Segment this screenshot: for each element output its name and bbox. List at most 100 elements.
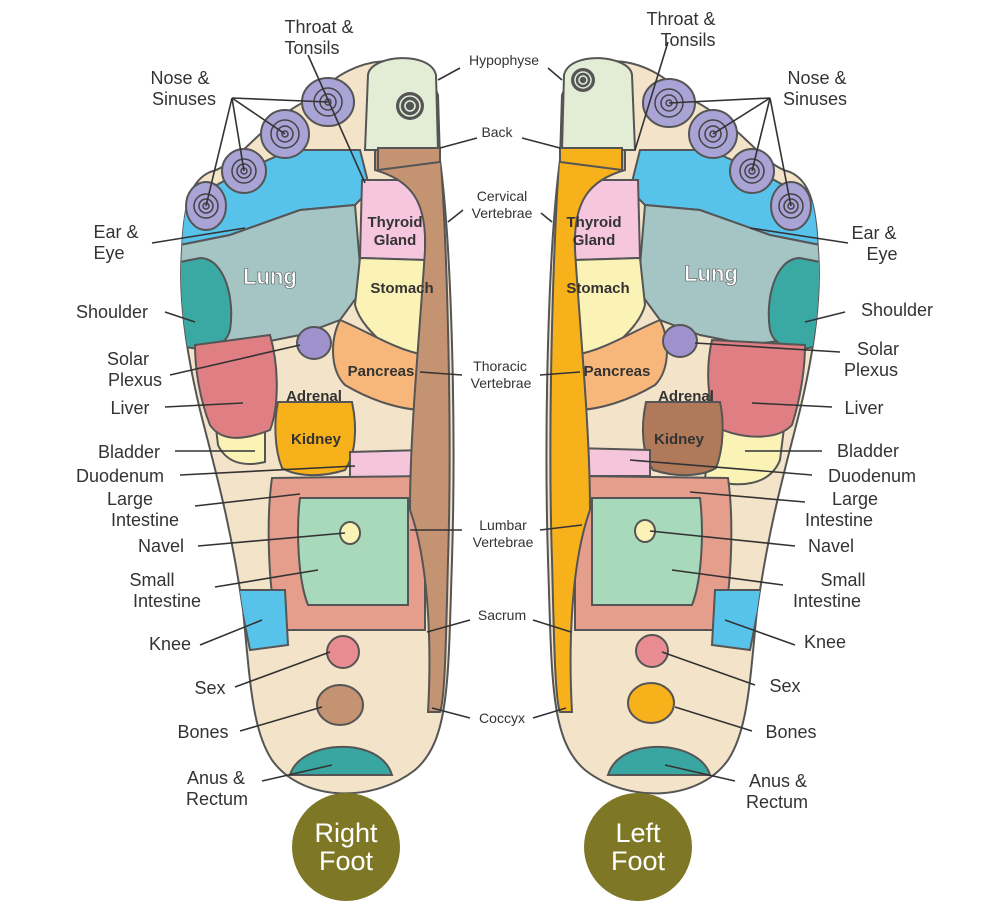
left-anus-label-1: Anus & <box>749 771 807 791</box>
right-bones-label: Bones <box>177 722 228 742</box>
left-liver-zone <box>707 338 807 438</box>
left-badge-label-2: Foot <box>611 846 666 876</box>
left-shoulder-label: Shoulder <box>861 300 933 320</box>
hypophyse-label: Hypophyse <box>469 52 539 68</box>
right-thyroid-label-2: Gland <box>374 232 417 249</box>
left-duodenum-label: Duodenum <box>828 466 916 486</box>
left-foot-badge: Left Foot <box>584 793 692 901</box>
right-badge-label-1: Right <box>314 818 378 848</box>
back-label: Back <box>481 124 513 140</box>
right-small-label-2: Intestine <box>133 591 201 611</box>
right-spine-zone <box>374 146 451 713</box>
left-throat-label-2: Tonsils <box>660 30 715 50</box>
right-foot-badge: Right Foot <box>292 793 400 901</box>
left-ear-label-1: Ear & <box>851 223 896 243</box>
center-leader-lines <box>410 67 583 719</box>
right-bladder-label: Bladder <box>98 442 160 462</box>
lumbar-label-2: Vertebrae <box>473 534 534 550</box>
right-shoulder-zone <box>181 256 233 350</box>
left-thyroid-label-1: Thyroid <box>567 214 622 231</box>
right-stomach-label: Stomach <box>370 280 433 297</box>
sacrum-label: Sacrum <box>478 607 526 623</box>
right-throat-label-1: Throat & <box>284 17 353 37</box>
right-anus-label-1: Anus & <box>187 768 245 788</box>
right-solar-label-1: Solar <box>107 349 149 369</box>
left-bones-spot <box>627 682 675 724</box>
left-solar-plexus-spot <box>662 324 698 358</box>
left-kidney-zone <box>641 401 724 477</box>
left-small-intestine-zone <box>591 497 703 606</box>
left-large-label-2: Intestine <box>805 510 873 530</box>
right-big-toe-spiral <box>396 92 424 120</box>
right-pancreas-zone <box>332 318 426 412</box>
left-nose-label-2: Sinuses <box>783 89 847 109</box>
left-anus-label-2: Rectum <box>746 792 808 812</box>
right-throat-label-2: Tonsils <box>284 38 339 58</box>
left-bones-label: Bones <box>765 722 816 742</box>
coccyx-label: Coccyx <box>479 710 525 726</box>
right-big-toe-bridge <box>377 147 441 172</box>
left-shoulder-zone <box>767 256 819 350</box>
thoracic-label-2: Vertebrae <box>471 375 532 391</box>
right-foot: Lung Thyroid Gland Stomach Pancreas Adre… <box>76 17 455 901</box>
left-bladder-label: Bladder <box>837 441 899 461</box>
right-thyroid-label-1: Thyroid <box>368 214 423 231</box>
right-shoulder-label: Shoulder <box>76 302 148 322</box>
lumbar-label-1: Lumbar <box>479 517 527 533</box>
right-adrenal-label: Adrenal <box>286 388 342 405</box>
left-adrenal-label: Adrenal <box>658 388 714 405</box>
left-liver-label: Liver <box>844 398 883 418</box>
right-badge-label-2: Foot <box>319 846 374 876</box>
left-badge-label-1: Left <box>615 818 661 848</box>
right-leader-lines <box>151 54 366 782</box>
left-big-toe <box>560 57 637 151</box>
right-sex-label: Sex <box>194 678 225 698</box>
cervical-label-2: Vertebrae <box>472 205 533 221</box>
right-solar-plexus-spot <box>296 326 332 360</box>
right-navel-label: Navel <box>138 536 184 556</box>
left-pancreas-label: Pancreas <box>584 363 651 380</box>
left-large-label-1: Large <box>832 489 878 509</box>
right-kidney-zone <box>274 401 357 477</box>
cervical-label-1: Cervical <box>477 188 528 204</box>
right-knee-zone <box>236 589 290 652</box>
left-throat-label-1: Throat & <box>646 9 715 29</box>
left-navel-label: Navel <box>808 536 854 556</box>
left-lung-label: Lung <box>684 261 738 286</box>
left-pancreas-zone <box>574 318 668 412</box>
left-anus-zone <box>606 745 712 776</box>
right-ear-label-1: Ear & <box>93 222 138 242</box>
left-leader-lines <box>629 41 849 782</box>
left-big-toe-bridge <box>559 147 623 172</box>
right-solar-label-2: Plexus <box>108 370 162 390</box>
left-stomach-label: Stomach <box>566 280 629 297</box>
left-foot: Lung Thyroid Gland Stomach Pancreas Adre… <box>545 9 933 901</box>
left-solar-label-1: Solar <box>857 339 899 359</box>
left-small-label-1: Small <box>820 570 865 590</box>
right-small-intestine-zone <box>297 497 409 606</box>
right-ear-label-2: Eye <box>93 243 124 263</box>
right-pancreas-label: Pancreas <box>348 363 415 380</box>
left-kidney-label: Kidney <box>654 431 705 448</box>
right-bones-spot <box>316 684 364 726</box>
left-nose-label-1: Nose & <box>787 68 846 88</box>
right-knee-label: Knee <box>149 634 191 654</box>
right-large-label-2: Intestine <box>111 510 179 530</box>
right-large-label-1: Large <box>107 489 153 509</box>
right-sex-spot <box>326 635 360 669</box>
right-nose-label-1: Nose & <box>150 68 209 88</box>
left-spine-zone <box>549 146 626 713</box>
left-sex-label: Sex <box>769 676 800 696</box>
left-sex-spot <box>635 634 669 668</box>
right-anus-label-2: Rectum <box>186 789 248 809</box>
left-solar-label-2: Plexus <box>844 360 898 380</box>
right-lung-label: Lung <box>243 264 297 289</box>
left-ear-label-2: Eye <box>866 244 897 264</box>
right-duodenum-label: Duodenum <box>76 466 164 486</box>
right-liver-zone <box>193 333 278 439</box>
left-knee-label: Knee <box>804 632 846 652</box>
right-nose-label-2: Sinuses <box>152 89 216 109</box>
right-small-label-1: Small <box>129 570 174 590</box>
right-kidney-label: Kidney <box>291 431 342 448</box>
